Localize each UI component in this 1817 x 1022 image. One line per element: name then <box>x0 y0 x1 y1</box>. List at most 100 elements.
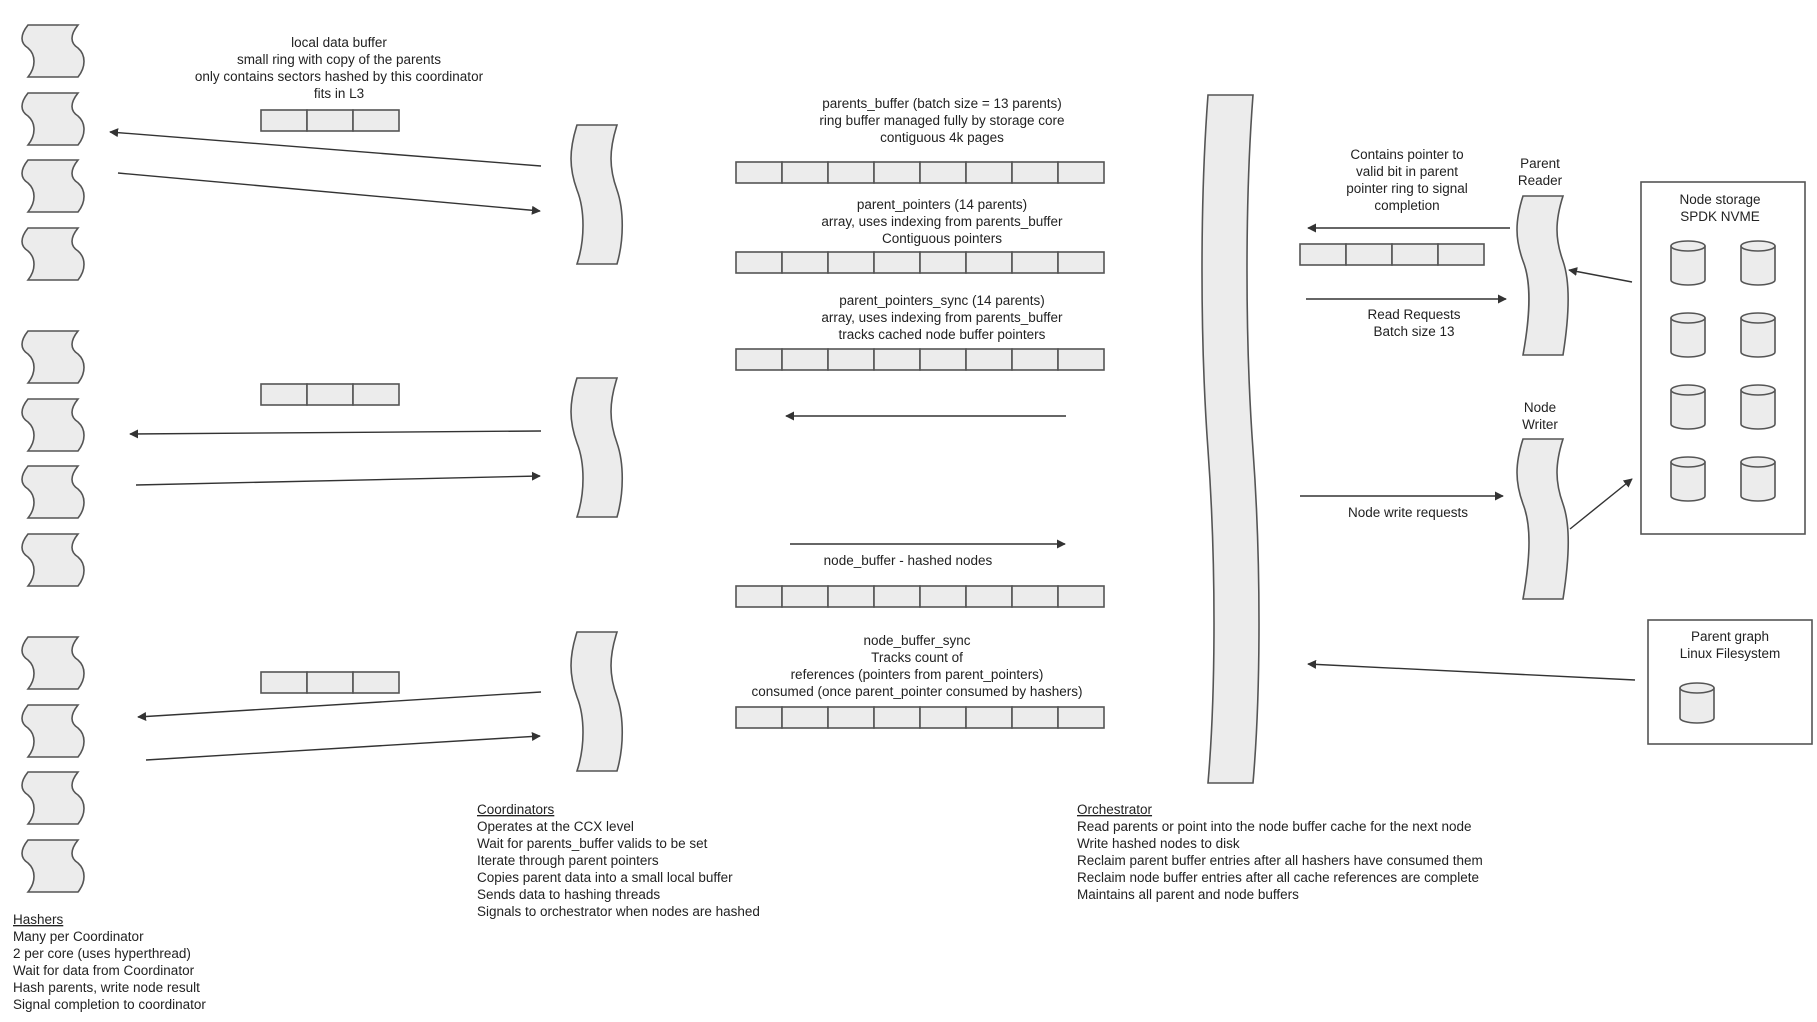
parent-graph-box <box>1647 619 1813 745</box>
hasher-shape <box>21 398 85 452</box>
local-data-buffer <box>260 109 400 132</box>
node-storage-label: SPDK NVME <box>1680 209 1760 224</box>
hashers-line: Signal completion to coordinator <box>13 997 206 1012</box>
orchestrator-line: Reclaim node buffer entries after all ca… <box>1077 870 1479 885</box>
coordinators-line: Wait for parents_buffer valids to be set <box>477 836 708 851</box>
pointer-note: Contains pointer to <box>1350 147 1463 162</box>
orchestrator-line: Read parents or point into the node buff… <box>1077 819 1472 834</box>
disk-icon <box>1740 240 1776 286</box>
coordinators-line: Iterate through parent pointers <box>477 853 659 868</box>
coordinator-shape <box>570 124 623 265</box>
local-buffer-label: local data buffer <box>291 35 387 50</box>
hashers-line: Wait for data from Coordinator <box>13 963 195 978</box>
coordinator-shape <box>570 631 623 772</box>
parents-buffer-label: parents_buffer (batch size = 13 parents) <box>822 96 1062 111</box>
arrow-to-coordinator <box>145 732 541 761</box>
local-buffer-label: fits in L3 <box>314 86 364 101</box>
pointer-note: completion <box>1374 198 1439 213</box>
hashers-line: Many per Coordinator <box>13 929 144 944</box>
parent-pointers-label: parent_pointers (14 parents) <box>857 197 1027 212</box>
parent-graph-label: Linux Filesystem <box>1680 646 1781 661</box>
hasher-shape <box>21 24 85 78</box>
coordinator-shape <box>570 377 623 518</box>
hasher-shape <box>21 704 85 758</box>
hasher-group-1 <box>21 24 85 281</box>
hasher-group-3 <box>21 636 85 893</box>
parents-buffer <box>735 161 1105 184</box>
local-data-buffer <box>260 383 400 406</box>
node-write-requests-label: Node write requests <box>1348 505 1468 520</box>
node-buffer-sync-label: references (pointers from parent_pointer… <box>791 667 1044 682</box>
hasher-shape <box>21 839 85 893</box>
hasher-group-2 <box>21 330 85 587</box>
pointer-note: pointer ring to signal <box>1346 181 1468 196</box>
parent-reader-label: Parent <box>1520 156 1560 171</box>
hasher-shape <box>21 533 85 587</box>
hashers-line: Hash parents, write node result <box>13 980 200 995</box>
disk-icon <box>1670 384 1706 430</box>
hasher-shape <box>21 465 85 519</box>
disk-icon <box>1740 312 1776 358</box>
node-writer-label: Writer <box>1522 417 1558 432</box>
coordinators-line: Copies parent data into a small local bu… <box>477 870 733 885</box>
orchestrator-line: Write hashed nodes to disk <box>1077 836 1240 851</box>
hasher-shape <box>21 227 85 281</box>
arrow-to-hashers <box>129 429 542 439</box>
orchestrator-line: Reclaim parent buffer entries after all … <box>1077 853 1483 868</box>
disk-icon <box>1740 456 1776 502</box>
orchestrator-title: Orchestrator <box>1077 802 1153 817</box>
disk-icon <box>1740 384 1776 430</box>
node-buffer-sync-label: node_buffer_sync <box>863 633 970 648</box>
parent-pointers-buffer <box>735 251 1105 274</box>
arrow-storage-to-reader <box>1568 267 1633 283</box>
orchestrator-shape <box>1201 94 1260 784</box>
parent-pointers-sync-label: array, uses indexing from parents_buffer <box>821 310 1063 325</box>
parent-pointers-label: Contiguous pointers <box>882 231 1002 246</box>
coordinators-title: Coordinators <box>477 802 555 817</box>
hashers-title: Hashers <box>13 912 64 927</box>
parent-pointers-sync-buffer <box>735 348 1105 371</box>
node-writer-shape <box>1516 438 1570 600</box>
local-buffer-label: only contains sectors hashed by this coo… <box>195 69 484 84</box>
node-storage-label: Node storage <box>1679 192 1760 207</box>
parent-reader-shape <box>1516 195 1570 356</box>
read-request-buffer <box>1299 243 1485 266</box>
node-buffer <box>735 585 1105 608</box>
local-data-buffer <box>260 671 400 694</box>
parent-pointers-label: array, uses indexing from parents_buffer <box>821 214 1063 229</box>
disk-icon <box>1670 240 1706 286</box>
parents-buffer-label: ring buffer managed fully by storage cor… <box>819 113 1064 128</box>
node-buffer-sync-buffer <box>735 706 1105 729</box>
arrow-to-coordinator <box>117 172 541 215</box>
orchestrator-line: Maintains all parent and node buffers <box>1077 887 1299 902</box>
node-storage-box <box>1640 181 1806 535</box>
coordinators-line: Signals to orchestrator when nodes are h… <box>477 904 760 919</box>
read-requests-label: Read Requests <box>1367 307 1460 322</box>
disk-icon <box>1670 312 1706 358</box>
arrow-writer-to-storage <box>1569 478 1633 530</box>
parent-pointers-sync-label: parent_pointers_sync (14 parents) <box>839 293 1045 308</box>
arrow-to-hashers <box>137 691 542 721</box>
parent-reader-label: Reader <box>1518 173 1563 188</box>
local-buffer-label: small ring with copy of the parents <box>237 52 441 67</box>
node-buffer-label: node_buffer - hashed nodes <box>824 553 993 568</box>
coordinators-line: Sends data to hashing threads <box>477 887 660 902</box>
filesystem-disk-icon <box>1679 682 1715 724</box>
parents-buffer-label: contiguous 4k pages <box>880 130 1004 145</box>
hasher-shape <box>21 92 85 146</box>
hasher-shape <box>21 771 85 825</box>
arrow-to-hashers <box>109 128 542 167</box>
arrow-to-coordinator <box>135 471 541 486</box>
pointer-note: valid bit in parent <box>1356 164 1458 179</box>
hasher-shape <box>21 636 85 690</box>
hasher-shape <box>21 159 85 213</box>
parent-graph-label: Parent graph <box>1691 629 1769 644</box>
node-buffer-sync-label: consumed (once parent_pointer consumed b… <box>752 684 1083 699</box>
nvme-disks <box>1670 240 1776 502</box>
disk-icon <box>1670 456 1706 502</box>
hasher-shape <box>21 330 85 384</box>
coordinators-line: Operates at the CCX level <box>477 819 634 834</box>
read-requests-label: Batch size 13 <box>1373 324 1454 339</box>
parent-pointers-sync-label: tracks cached node buffer pointers <box>839 327 1046 342</box>
